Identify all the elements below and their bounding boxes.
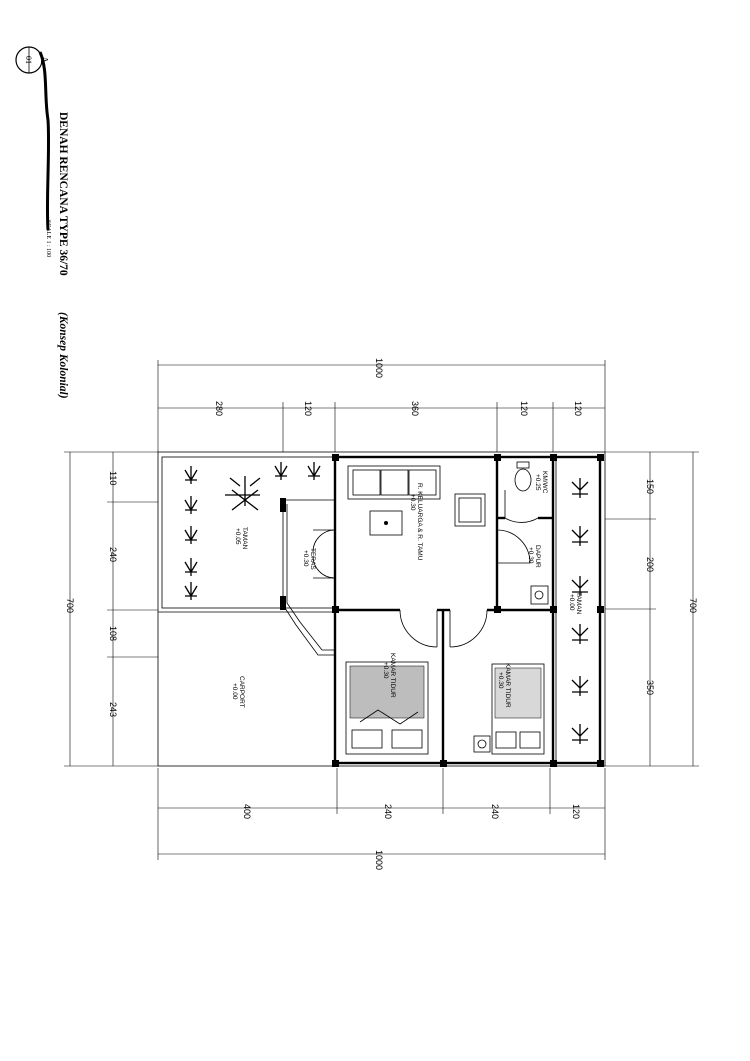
dim-top-seg: 120	[519, 401, 529, 416]
dim-right-seg: 200	[645, 557, 655, 572]
room-kmwc-name: KM/WC	[541, 471, 548, 494]
dim-bottom-total: 1000	[374, 850, 384, 870]
room-kamar1-name: KAMAR TIDUR	[389, 653, 396, 698]
drawing-scale: SCALE 1 : 100	[45, 220, 51, 257]
room-teras-name: TERAS	[309, 548, 316, 570]
dim-bottom-seg: 240	[490, 804, 500, 819]
room-taman-side-name: TAMAN	[575, 592, 582, 615]
dim-right-seg: 350	[645, 680, 655, 695]
dim-left-seg: 110	[108, 471, 118, 485]
room-kamar1-level: +0.30	[382, 662, 389, 679]
furniture-living	[347, 465, 486, 536]
dim-bottom-seg: 240	[383, 804, 393, 819]
dimension-right: 150 200 350 700	[605, 451, 699, 767]
room-kmwc-level: +0.25	[534, 474, 541, 491]
section-marker: A 01	[15, 46, 51, 231]
room-dapur-level: +0.30	[527, 547, 534, 564]
dim-left-total: 700	[65, 598, 75, 613]
room-keluarga-name: R. KELUARGA & R. TAMU	[416, 483, 423, 561]
room-taman-front-name: TAMAN	[241, 527, 248, 550]
room-dapur-name: DAPUR	[534, 545, 541, 568]
dim-left-seg: 243	[108, 702, 118, 717]
furniture-bedroom-1	[345, 661, 429, 755]
room-carport-name: CARPORT	[238, 676, 245, 708]
dim-right-total: 700	[688, 598, 698, 613]
room-keluarga-level: +0.30	[409, 494, 416, 511]
drawing-title: DENAH RENCANA TYPE 36/70	[57, 112, 69, 276]
columns	[280, 454, 604, 767]
title-block: DENAH RENCANA TYPE 36/70 (Konsep Kolonia…	[45, 112, 69, 399]
drawing-concept: (Konsep Kolonial)	[57, 312, 69, 399]
section-marker-sheet: 01	[24, 56, 33, 64]
section-marker-letter: A	[38, 56, 49, 64]
room-carport-level: +0.00	[231, 683, 238, 700]
room-labels: TAMAN +0.05 TERAS +0.30 R. KELUARGA & R.…	[231, 471, 582, 708]
dim-top-seg: 280	[214, 401, 224, 416]
room-taman-side-level: +0.00	[568, 594, 575, 611]
dim-bottom-seg: 120	[571, 804, 581, 819]
dim-bottom-seg: 400	[242, 804, 252, 819]
furniture-bedroom-2	[473, 663, 545, 755]
plants-front-garden	[184, 462, 321, 600]
dimension-left: 110 240 108 243 700	[64, 451, 158, 767]
doors	[312, 490, 539, 648]
plants-side-garden	[571, 478, 589, 744]
dimension-bottom: 400 240 240 120 1000	[157, 768, 606, 870]
dim-top-seg: 360	[410, 401, 420, 416]
dim-top-seg: 120	[303, 401, 313, 416]
dimension-top: 1000 280 120 360 120 120	[157, 358, 606, 452]
dim-left-seg: 240	[108, 547, 118, 562]
room-kamar2-level: +0.30	[497, 672, 504, 689]
room-kamar2-name: KAMAR TIDUR	[504, 663, 511, 708]
room-taman-front-level: +0.05	[234, 528, 241, 545]
furniture-bath	[514, 461, 549, 605]
dim-left-seg: 108	[108, 626, 118, 641]
room-teras-level: +0.30	[302, 550, 309, 567]
dim-top-seg: 120	[573, 401, 583, 416]
dim-right-seg: 150	[645, 479, 655, 494]
dim-top-total: 1000	[374, 358, 384, 378]
